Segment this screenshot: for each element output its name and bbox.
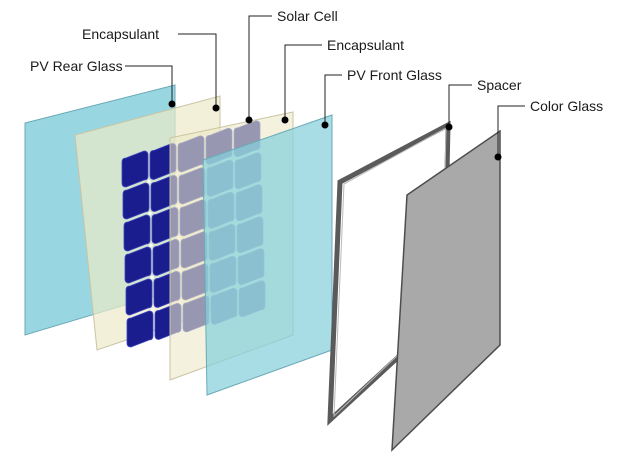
leader-pv-front-glass xyxy=(324,74,342,124)
dot-solar-cell xyxy=(245,116,253,124)
label-color-glass: Color Glass xyxy=(530,98,603,114)
solar-cell-unit xyxy=(125,278,153,316)
dot-encapsulant-front xyxy=(281,116,289,124)
leader-lines xyxy=(125,15,525,155)
leader-solar-cell xyxy=(248,15,272,118)
anchor-dots xyxy=(168,100,502,161)
dot-pv-rear-glass xyxy=(168,100,176,108)
leader-encapsulant-rear xyxy=(178,33,217,106)
solar-cell-unit xyxy=(124,246,152,284)
dot-color-glass xyxy=(494,153,502,161)
solar-cell-unit xyxy=(126,310,154,348)
label-encapsulant-front: Encapsulant xyxy=(327,37,404,53)
leader-spacer xyxy=(448,84,472,127)
solar-cell-unit xyxy=(122,182,150,220)
solar-cell-unit xyxy=(121,150,149,188)
dot-pv-front-glass xyxy=(321,121,329,129)
dot-encapsulant-rear xyxy=(212,104,220,112)
label-spacer: Spacer xyxy=(477,77,522,93)
leader-encapsulant-front xyxy=(284,44,322,118)
pv-front-glass-layer xyxy=(202,114,333,396)
label-encapsulant-rear: Encapsulant xyxy=(82,26,159,42)
cell-contact-dot xyxy=(149,243,153,248)
dot-spacer xyxy=(445,123,453,131)
label-pv-front-glass: PV Front Glass xyxy=(347,67,442,83)
cell-contact-dot xyxy=(147,179,151,184)
label-pv-rear-glass: PV Rear Glass xyxy=(30,58,123,74)
color-glass-layer xyxy=(391,129,501,452)
label-solar-cell: Solar Cell xyxy=(277,8,338,24)
cell-contact-dot xyxy=(150,275,154,280)
cell-contact-dot xyxy=(151,307,155,312)
cell-contact-dot xyxy=(148,211,152,216)
leader-pv-rear-glass xyxy=(125,65,173,102)
solar-cell-unit xyxy=(123,214,151,252)
leader-color-glass xyxy=(497,105,525,155)
